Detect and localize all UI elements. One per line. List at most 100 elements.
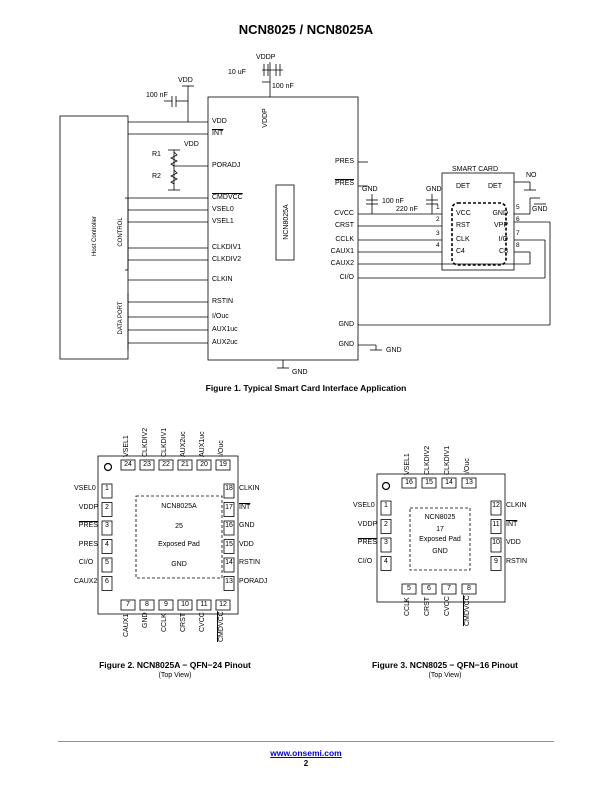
qfn16-center-pad: Exposed Pad: [419, 536, 461, 543]
card-num-8: 8: [516, 242, 520, 249]
footer-divider: [58, 741, 554, 742]
qfn24-body: [97, 455, 239, 615]
qfn24-pad-4: [101, 539, 113, 554]
card-pin-io: I/O: [498, 236, 508, 243]
qfn24-pin-name-17: INT: [239, 503, 251, 511]
qfn24-pin-name-1: VSEL0: [74, 485, 96, 492]
figure1-caption: Figure 1. Typical Smart Card Interface A…: [205, 383, 407, 393]
qfn16-center-num: 17: [436, 526, 444, 533]
qfn16-pin-num-4: 4: [384, 557, 388, 565]
det-right-label: DET: [488, 183, 503, 190]
vddp-supply-label: VDDP: [256, 54, 276, 61]
qfn24-pin-name-15: VDD: [239, 540, 254, 548]
pin-gnd-1: GND: [338, 321, 354, 328]
qfn24-pad-23: [139, 459, 155, 471]
vddp-vertical-label: VDDP: [262, 108, 269, 128]
qfn16-pin-num-3: 3: [384, 539, 388, 546]
qfn16-body: [376, 473, 506, 603]
qfn24-pad-11: [196, 599, 212, 611]
qfn16-pad-10: [490, 537, 502, 553]
qfn24-pin-name-18: CLKIN: [239, 485, 260, 492]
qfn24-center-name: NCN8025A: [161, 503, 197, 510]
r2-label: R2: [152, 173, 161, 180]
qfn16-pin-name-15: CLKDIV2: [424, 445, 431, 475]
qfn16-pin-name-16: VSEL1: [404, 453, 411, 475]
qfn24-pad-14: [223, 557, 235, 573]
qfn24-pin-num-17: 17: [225, 503, 233, 511]
qfn16-pin-name-1: VSEL0: [353, 502, 375, 509]
qfn24-pin-num-14: 14: [225, 559, 233, 566]
qfn24-pad-17: [223, 502, 235, 517]
qfn24-pin1-dot: [103, 462, 113, 472]
qfn24-pad-19: [215, 459, 231, 471]
chip-name-box: [275, 184, 295, 261]
figure2-caption: Figure 2. NCN8025A − QFN−24 Pinout: [99, 660, 251, 670]
qfn24-pad-10: [177, 599, 193, 611]
qfn16-pad-11: [490, 519, 502, 534]
card-pin-vpp: VPP: [493, 222, 508, 229]
smart-card-box: [441, 172, 515, 271]
qfn16-pin-num-1: 1: [384, 502, 388, 509]
smart-card-label: SMART CARD: [452, 166, 498, 173]
pin-pres-n: PRES: [334, 180, 354, 187]
qfn16-pin-name-12: CLKIN: [506, 502, 527, 509]
qfn16-pad-15: [421, 477, 437, 489]
pin-rstin: RSTIN: [212, 298, 233, 305]
qfn16-pin-num-13: 13: [465, 479, 473, 486]
host-controller-label: Host Controller: [92, 216, 98, 256]
qfn24-pin-num-21: 21: [181, 461, 189, 468]
card-num-2: 2: [436, 216, 440, 223]
qfn16-pin-num-6: 6: [427, 585, 431, 592]
qfn24-center-text: NCN8025A 25 Exposed Pad GND: [136, 502, 222, 570]
pin-iouc: I/Ouc: [212, 313, 229, 320]
qfn16-pad-2: [380, 519, 392, 534]
qfn16-pin-name-7: CVCC: [444, 596, 451, 617]
control-label: CONTROL: [118, 217, 124, 247]
footer-link[interactable]: www.onsemi.com: [270, 748, 342, 758]
qfn16-pin-num-14: 14: [445, 479, 453, 486]
card-pin-rst: RST: [456, 222, 470, 229]
sc-gnd-2-label: GND: [426, 186, 442, 193]
document-title: NCN8025 / NCN8025A: [238, 22, 374, 37]
pin-int: INT: [212, 130, 224, 137]
pin-vsel1: VSEL1: [212, 218, 234, 225]
qfn24-pin-num-18: 18: [225, 485, 233, 492]
qfn16-pin-num-2: 2: [384, 520, 388, 528]
bottom-gnd-label: GND: [292, 369, 308, 376]
qfn24-pad-24: [120, 459, 136, 471]
qfn16-pad-8: [461, 583, 477, 595]
pin-vsel0: VSEL0: [212, 206, 234, 213]
right-gnd-label: GND: [386, 347, 402, 354]
qfn16-pad-16: [401, 477, 417, 489]
card-gnd-label: GND: [532, 206, 548, 213]
qfn16-pad-3: [380, 537, 392, 553]
qfn24-exposed-pad: [135, 495, 223, 579]
smart-card-contacts: [451, 202, 507, 266]
qfn16-pad-7: [441, 583, 457, 595]
qfn16-pin-num-8: 8: [467, 585, 471, 592]
figure1-schematic: Host Controller CONTROL DATA PORT NCN802…: [59, 54, 551, 376]
card-pin-c4: C4: [456, 248, 465, 255]
qfn24-center-gnd: GND: [171, 561, 187, 568]
sc-gnd-1-label: GND: [362, 186, 378, 193]
qfn16-pad-9: [490, 556, 502, 571]
data-port-label: DATA PORT: [118, 301, 124, 334]
qfn24-pin-name-4: PRES: [78, 540, 98, 548]
pin-clkdiv1: CLKDIV1: [212, 244, 242, 251]
qfn16-center-gnd: GND: [432, 548, 448, 555]
card-pin-clk: CLK: [456, 236, 470, 243]
qfn24-pin-name-13: PORADJ: [239, 577, 268, 585]
cap-100nf-sc-label: 100 nF: [382, 198, 404, 205]
qfn16-center-name: NCN8025: [424, 514, 456, 521]
qfn24-pin-num-5: 5: [105, 559, 109, 566]
card-num-5: 5: [516, 204, 520, 211]
vdd-divider-label: VDD: [184, 141, 199, 148]
qfn24-pad-1: [101, 483, 113, 499]
qfn24-pin-num-13: 13: [225, 577, 233, 585]
det-left-label: DET: [456, 183, 471, 190]
pin-gnd-2: GND: [338, 341, 354, 348]
qfn16-pin-name-11: INT: [506, 520, 518, 528]
qfn16-pin-num-9: 9: [494, 557, 498, 565]
